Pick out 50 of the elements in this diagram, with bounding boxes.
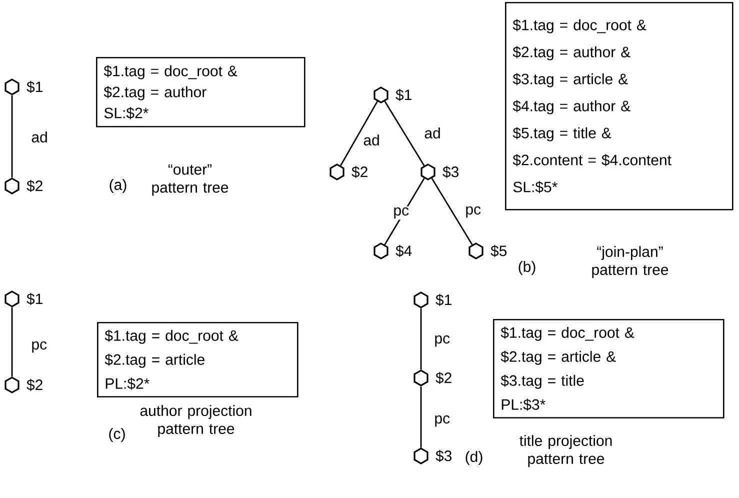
tree-node: [374, 86, 388, 104]
node-label: $1: [26, 292, 42, 306]
node-label: $4: [396, 244, 412, 258]
tree-node: [414, 370, 428, 386]
node-label: $3: [442, 166, 459, 178]
edge-label: pc: [392, 206, 410, 220]
node-label: $2: [26, 378, 42, 392]
caption: “join-plan” pattern tree: [592, 246, 668, 278]
edge-label: pc: [30, 340, 48, 354]
tree-node: [420, 164, 436, 180]
node-label: $2: [436, 372, 452, 384]
tree-node: [4, 78, 20, 96]
tree-node: [4, 290, 20, 308]
tree-node: [4, 376, 20, 394]
tree-edge: [340, 100, 378, 166]
tree-edge: [420, 308, 422, 370]
edge-label: pc: [433, 334, 452, 348]
tree-edge: [11, 95, 13, 178]
tree-node: [374, 242, 388, 260]
tree-edge: [384, 100, 425, 166]
tree-edge: [431, 178, 473, 246]
edge-label: pc: [433, 414, 452, 428]
panel-letter: (a): [110, 179, 126, 193]
tree-node: [468, 242, 484, 260]
node-label: $2: [352, 166, 368, 178]
caption: “outer” pattern tree: [152, 164, 228, 196]
panel-letter: (d): [466, 451, 482, 465]
edge-label: ad: [423, 126, 442, 140]
node-label: $5: [490, 244, 507, 258]
tree-node: [330, 164, 344, 180]
panel-letter: (c): [109, 428, 125, 442]
node-label: $1: [396, 88, 412, 102]
node-label: $3: [436, 450, 452, 462]
node-label: $1: [26, 80, 42, 94]
caption: title projection pattern tree: [520, 435, 612, 467]
tree-edge: [420, 386, 422, 448]
panel-letter: (b): [518, 261, 536, 275]
edge-label: pc: [464, 205, 482, 219]
tree-node: [414, 448, 428, 464]
edge-label: ad: [30, 130, 49, 144]
tree-node: [414, 292, 428, 308]
node-label: $2: [26, 180, 42, 192]
tree-edge: [384, 178, 425, 246]
condition-box: $1.tag = doc_root & $2.tag = author & $3.tag = article & $4.tag = author & $5.tag = title & $2.content = $4.content SL:$5*: [505, 2, 734, 210]
edge-label: ad: [362, 133, 381, 146]
condition-box: $1.tag = doc_root & $2.tag = author SL:$2*: [96, 57, 306, 128]
node-label: $1: [436, 294, 452, 306]
condition-box: $1.tag = doc_root & $2.tag = article & $3.tag = title PL:$3*: [493, 318, 724, 418]
tree-node: [4, 178, 20, 194]
tree-edge: [11, 307, 13, 377]
